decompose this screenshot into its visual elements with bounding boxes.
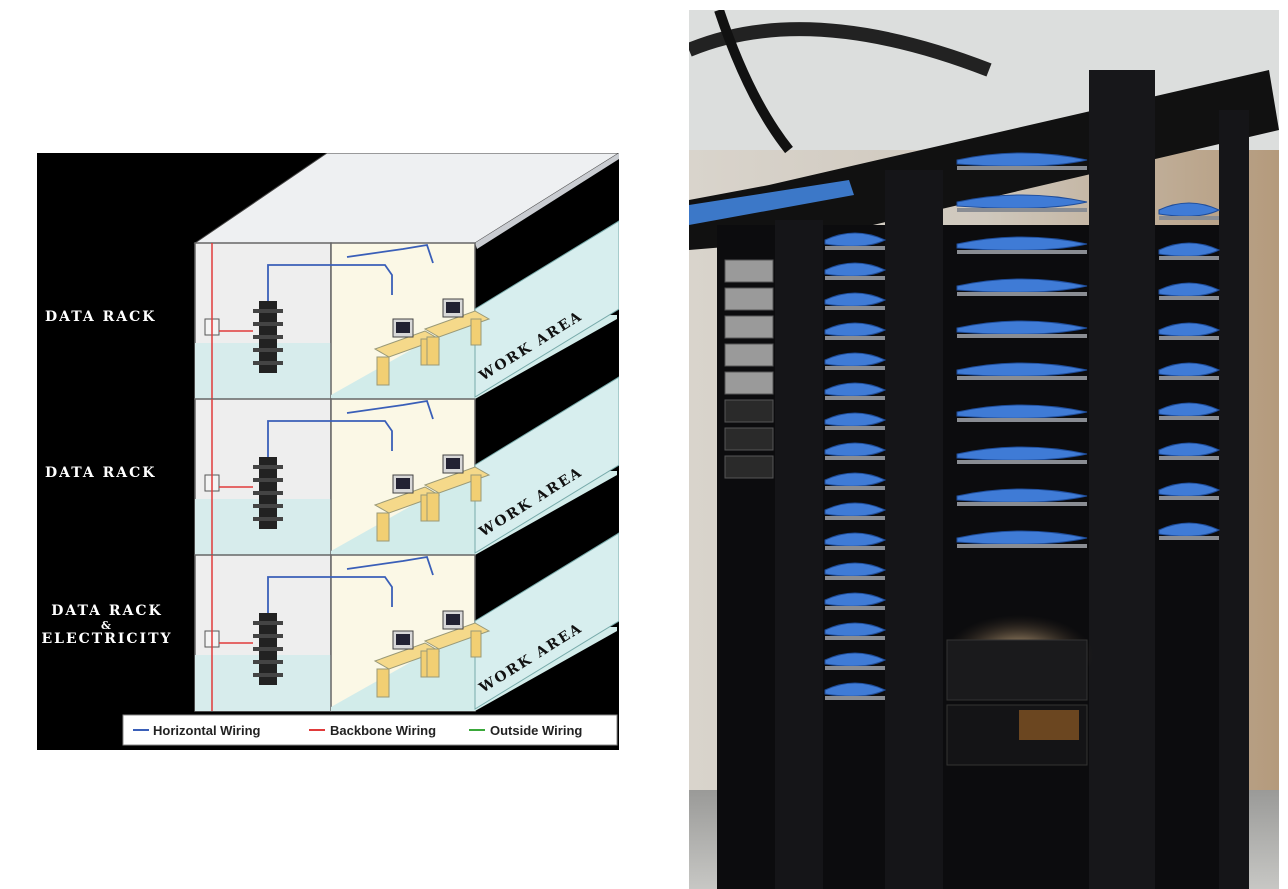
patch-cable-bundle [956,194,1088,209]
patch-cable-bundle [956,446,1088,461]
patch-cable-bundle [824,622,887,637]
patch-panel [957,208,1087,212]
patch-panel [1159,416,1219,420]
rack-unit [724,343,774,367]
patch-cable-bundle [1158,442,1221,457]
patch-cable-bundle [1158,482,1221,497]
patch-cable-bundle [956,152,1088,167]
patch-cable-bundle [824,472,887,487]
patch-cable-bundle [824,592,887,607]
patch-cable-bundle [1158,322,1221,337]
rack-unit [724,371,774,395]
server-rack-photo [689,10,1279,889]
patch-panel [825,606,885,610]
patch-cable-bundle [824,682,887,697]
patch-cable-bundle [824,562,887,577]
patch-panel [825,246,885,250]
patch-panel [825,636,885,640]
legend-backbone-wiring: Backbone Wiring [330,723,436,738]
patch-cable-bundle [956,404,1088,419]
rack-label: ELECTRICITY [41,631,172,647]
rack-label: DATA RACK [45,465,156,481]
rack-label: DATA RACK [51,603,162,619]
patch-panel [825,396,885,400]
patch-panel [825,366,885,370]
patch-cable-bundle [956,236,1088,251]
patch-panel [957,334,1087,338]
patch-panel [1159,256,1219,260]
legend-outside-wiring: Outside Wiring [490,723,582,738]
patch-panel [825,666,885,670]
patch-panel [957,250,1087,254]
legend: Horizontal Wiring Backbone Wiring Outsid… [122,714,618,746]
rack-unit [724,315,774,339]
patch-cable-bundle [1158,242,1221,257]
legend-horizontal-wiring: Horizontal Wiring [153,723,261,738]
rack-label: & [101,619,113,632]
patch-panel [825,546,885,550]
patch-cable-bundle [956,488,1088,503]
patch-panel [1159,216,1219,220]
rack-unit [724,427,774,451]
patch-cable-bundle [824,232,887,247]
patch-panel [1159,336,1219,340]
patch-panel [957,502,1087,506]
rack-unit [724,259,774,283]
patch-panel [825,516,885,520]
patch-cable-bundle [824,352,887,367]
patch-cable-bundle [824,652,887,667]
patch-panel [825,456,885,460]
patch-cable-bundle [1158,362,1221,377]
rack-unit [724,287,774,311]
patch-cable-bundle [824,262,887,277]
rack-label: DATA RACK [45,309,156,325]
patch-panel [1159,376,1219,380]
rack-unit [724,455,774,479]
patch-cable-bundle [956,278,1088,293]
patch-panel [957,418,1087,422]
patch-panel [957,544,1087,548]
patch-panel [1159,456,1219,460]
patch-cable-bundle [824,382,887,397]
patch-cable-bundle [824,322,887,337]
patch-panel [957,460,1087,464]
patch-panel [1159,496,1219,500]
ups-unit-1 [946,639,1088,701]
patch-panel [957,376,1087,380]
patch-cable-bundle [1158,202,1221,217]
patch-panel [825,426,885,430]
patch-panel [825,696,885,700]
patch-cable-bundle [956,362,1088,377]
rack-unit [724,399,774,423]
patch-cable-bundle [824,412,887,427]
patch-panel [825,576,885,580]
patch-panel [825,336,885,340]
patch-cable-bundle [824,442,887,457]
patch-cable-bundle [824,502,887,517]
patch-panel [1159,296,1219,300]
patch-cable-bundle [956,320,1088,335]
patch-panel [957,292,1087,296]
patch-cable-bundle [956,530,1088,545]
patch-cable-bundle [824,292,887,307]
patch-cable-bundle [824,532,887,547]
patch-panel [825,486,885,490]
patch-panel [1159,536,1219,540]
patch-panel [957,166,1087,170]
patch-panel [825,276,885,280]
patch-cable-bundle [1158,522,1221,537]
patch-panel [825,306,885,310]
patch-cable-bundle [1158,282,1221,297]
patch-cable-bundle [1158,402,1221,417]
